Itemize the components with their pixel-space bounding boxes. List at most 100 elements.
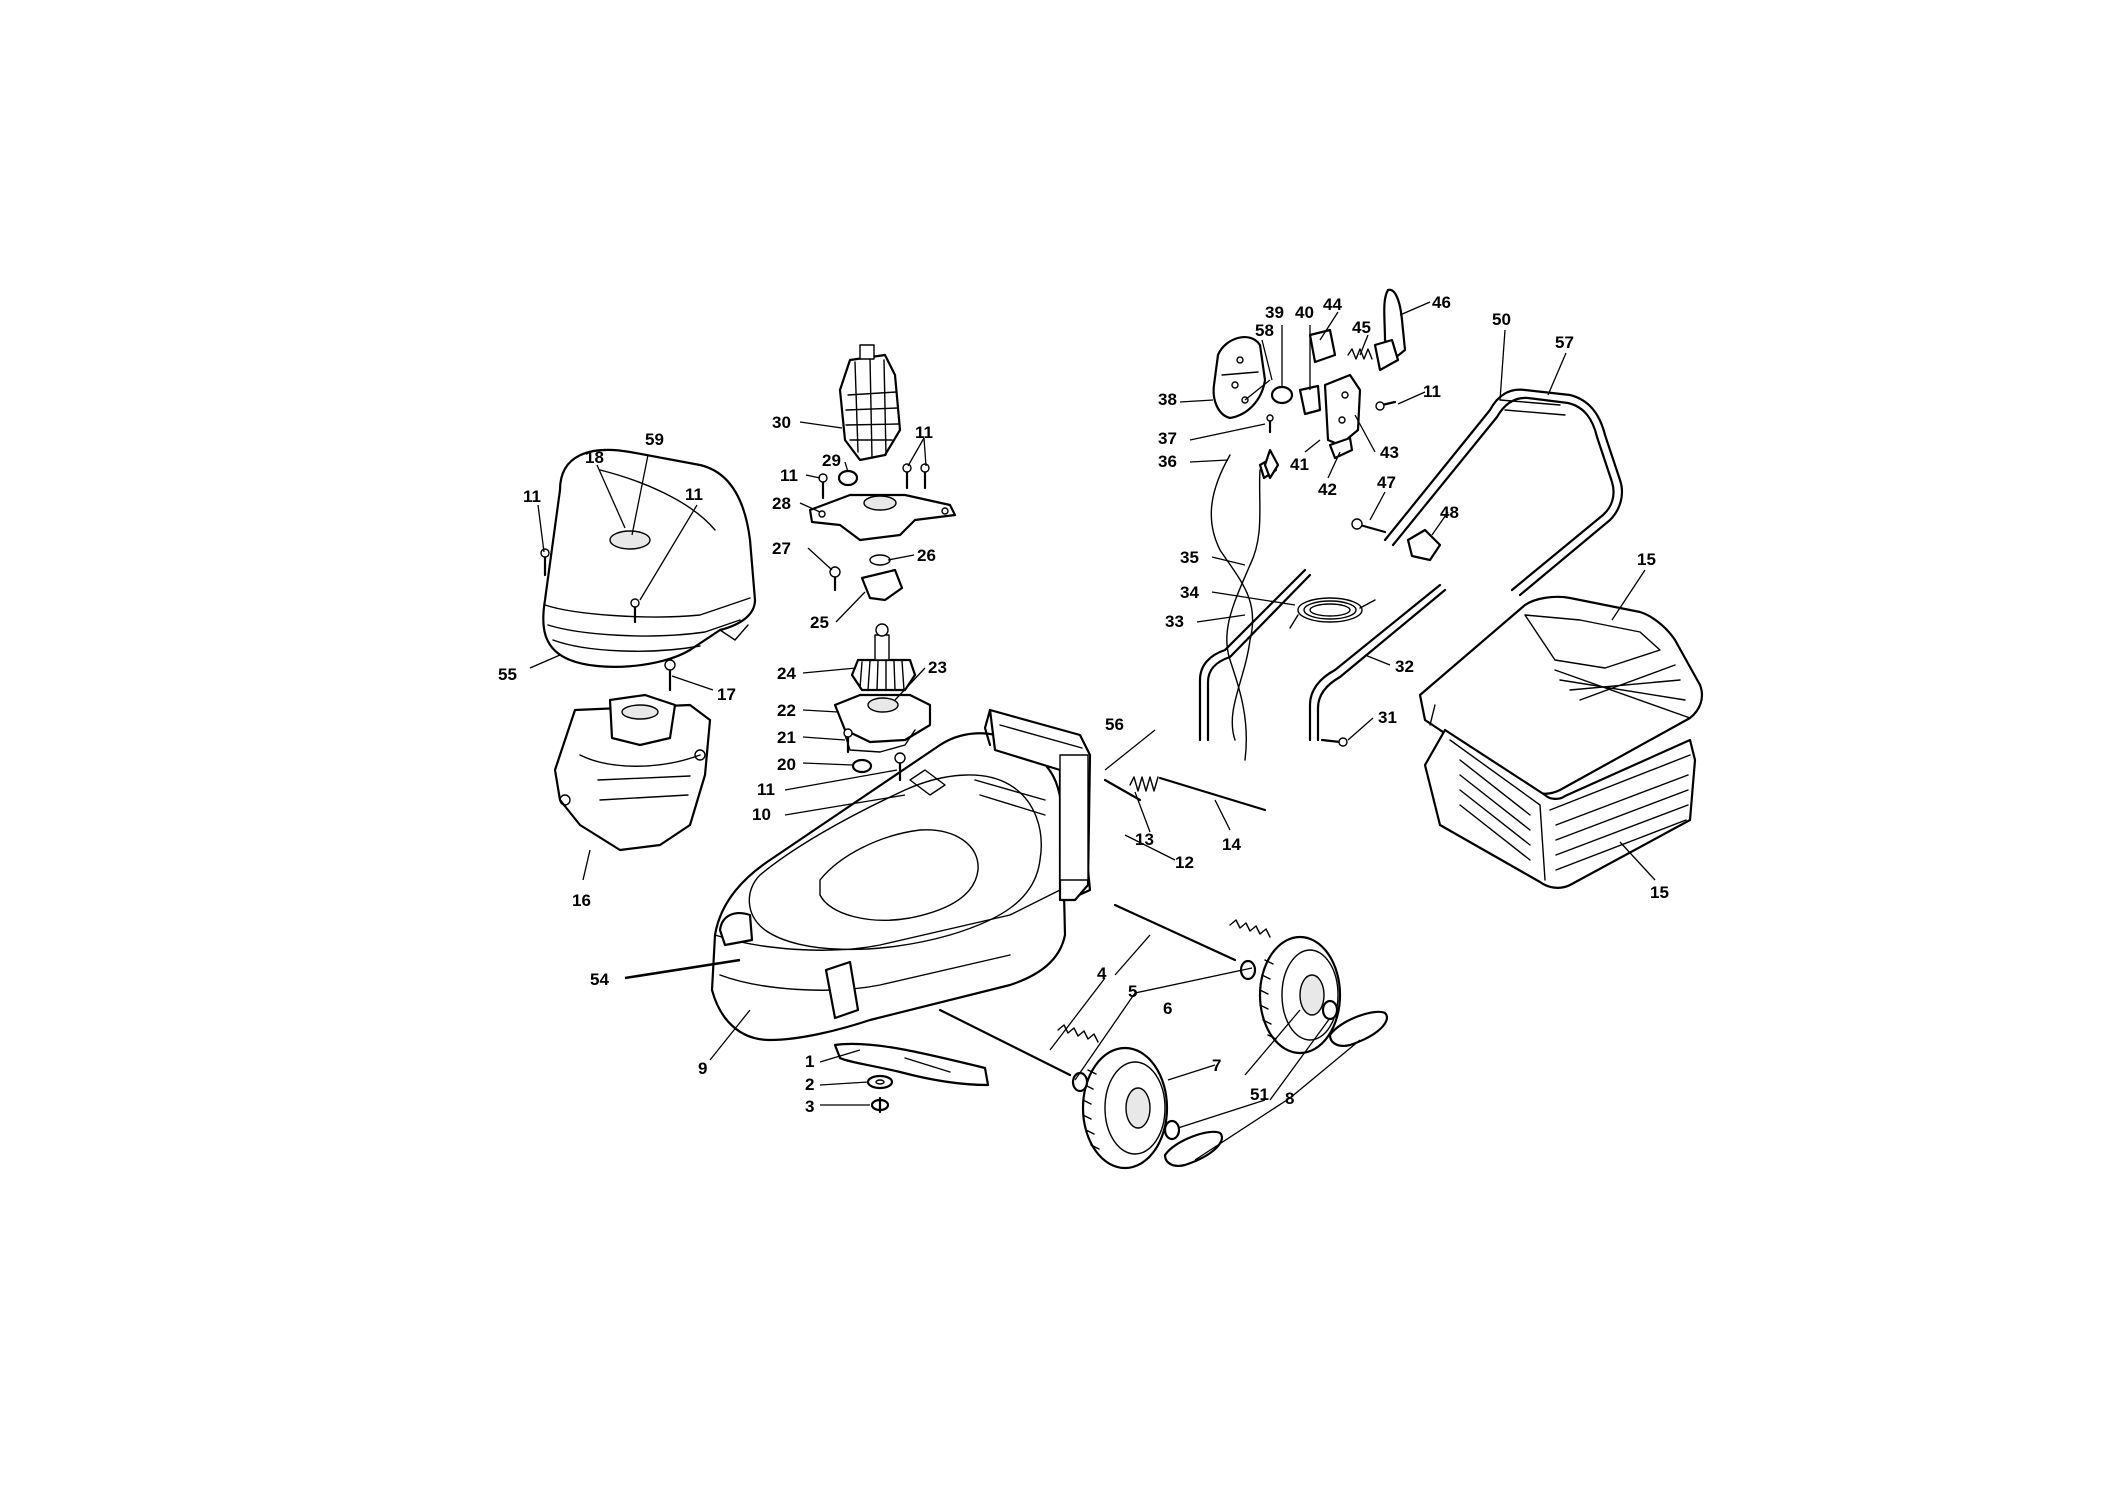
- callout-number: 38: [1158, 390, 1177, 409]
- callout-number: 12: [1175, 853, 1194, 872]
- motor-armature-part: [838, 344, 902, 462]
- grass-box-lid-part: [1418, 595, 1704, 795]
- screw-part: [894, 752, 906, 782]
- brush-holder-part: [860, 554, 904, 602]
- callout-number: 16: [572, 891, 591, 910]
- callout-number: 1: [805, 1052, 814, 1071]
- lever-part: [1373, 288, 1407, 372]
- wheel-part: [1258, 935, 1342, 1055]
- callout-number: 31: [1378, 708, 1397, 727]
- switch-cover-part: [1323, 373, 1362, 447]
- callout-number: 42: [1318, 480, 1337, 499]
- washer-part: [866, 1074, 894, 1090]
- callout-number: 46: [1432, 293, 1451, 312]
- callout-number: 44: [1323, 295, 1342, 314]
- callout-number: 4: [1097, 964, 1107, 983]
- grass-box-basket-part: [1423, 728, 1697, 889]
- callout-number: 40: [1295, 303, 1314, 322]
- screw-part: [843, 728, 853, 754]
- spring-part: [1057, 776, 1271, 1043]
- callout-number: 5: [1128, 982, 1137, 1001]
- spring-part: [1347, 348, 1373, 360]
- callout-number: 20: [777, 755, 796, 774]
- callout-number: 11: [780, 466, 798, 485]
- callout-number: 11: [1423, 382, 1441, 401]
- cable-part: [1210, 454, 1376, 761]
- callout-number: 22: [777, 701, 796, 720]
- callout-number: 43: [1380, 443, 1399, 462]
- callout-number: 26: [917, 546, 936, 565]
- callout-number: 6: [1163, 999, 1172, 1018]
- callout-number: 21: [777, 728, 796, 747]
- callout-number: 14: [1222, 835, 1241, 854]
- callout-number: 11: [523, 487, 541, 506]
- gasket-part: [1328, 436, 1354, 460]
- callout-number: 39: [1265, 303, 1284, 322]
- callout-number: 7: [1212, 1056, 1221, 1075]
- mower-deck-part: [710, 732, 1092, 1042]
- blade-part: [833, 1042, 990, 1087]
- callout-number: 51: [1250, 1085, 1269, 1104]
- callout-number: 37: [1158, 429, 1177, 448]
- rear-flap-part: [983, 708, 1092, 902]
- callout-number: 17: [717, 685, 736, 704]
- callout-number: 25: [810, 613, 829, 632]
- nut-part: [851, 758, 873, 774]
- screw-part: [1320, 737, 1348, 747]
- callout-number: 32: [1395, 657, 1414, 676]
- bearing-part: [837, 469, 859, 487]
- callout-number: 11: [685, 485, 703, 504]
- gear-housing-part: [833, 693, 932, 753]
- callout-number: 27: [772, 539, 791, 558]
- callout-number: 59: [645, 430, 664, 449]
- front-axle-part: [938, 1008, 1072, 1077]
- wheel-cap-part: [1163, 1010, 1388, 1167]
- rod-part: [1103, 776, 1267, 812]
- rear-axle-part: [1113, 903, 1237, 962]
- callout-number: 29: [822, 451, 841, 470]
- callout-number: 15: [1637, 550, 1656, 569]
- lower-handle-part: [1198, 568, 1447, 742]
- callout-number: 13: [1135, 830, 1154, 849]
- callout-number: 11: [915, 423, 933, 442]
- callout-labels: 1 2 3 4 5 6 7 8 9 10 11 11 11 11 11 11 1…: [498, 293, 1669, 1116]
- callout-number: 45: [1352, 318, 1371, 337]
- bolt-part: [1351, 518, 1387, 534]
- callout-number: 33: [1165, 612, 1184, 631]
- callout-number: 55: [498, 665, 517, 684]
- callout-number: 30: [772, 413, 791, 432]
- callout-number: 47: [1377, 473, 1396, 492]
- callout-number: 41: [1290, 455, 1309, 474]
- callout-number: 10: [752, 805, 771, 824]
- callout-number: 9: [698, 1059, 707, 1078]
- leader-lines: [529, 301, 1656, 1161]
- motor-bracket-part: [808, 493, 957, 542]
- callout-number: 56: [1105, 715, 1124, 734]
- switch-part: [1270, 328, 1337, 416]
- screw-part: [1266, 400, 1397, 434]
- motor-housing-part: [553, 659, 712, 852]
- screw-part: [829, 566, 841, 592]
- callout-number: 23: [928, 658, 947, 677]
- callout-number: 3: [805, 1097, 814, 1116]
- callout-number: 58: [1255, 321, 1274, 340]
- washer-part: [1071, 959, 1339, 1141]
- screw-part: [818, 463, 930, 500]
- callout-number: 2: [805, 1075, 814, 1094]
- wheel-part: [1081, 1046, 1169, 1170]
- callout-number: 48: [1440, 503, 1459, 522]
- callout-number: 18: [585, 448, 604, 467]
- callout-number: 54: [590, 970, 609, 989]
- callout-number: 57: [1555, 333, 1574, 352]
- switch-housing-part: [1212, 335, 1267, 420]
- terminal-part: [1263, 448, 1280, 480]
- callout-number: 50: [1492, 310, 1511, 329]
- callout-number: 35: [1180, 548, 1199, 567]
- callout-number: 15: [1650, 883, 1669, 902]
- knob-part: [1406, 528, 1442, 562]
- screw-part: [540, 548, 640, 624]
- callout-number: 36: [1158, 452, 1177, 471]
- callout-number: 28: [772, 494, 791, 513]
- callout-number: 34: [1180, 583, 1199, 602]
